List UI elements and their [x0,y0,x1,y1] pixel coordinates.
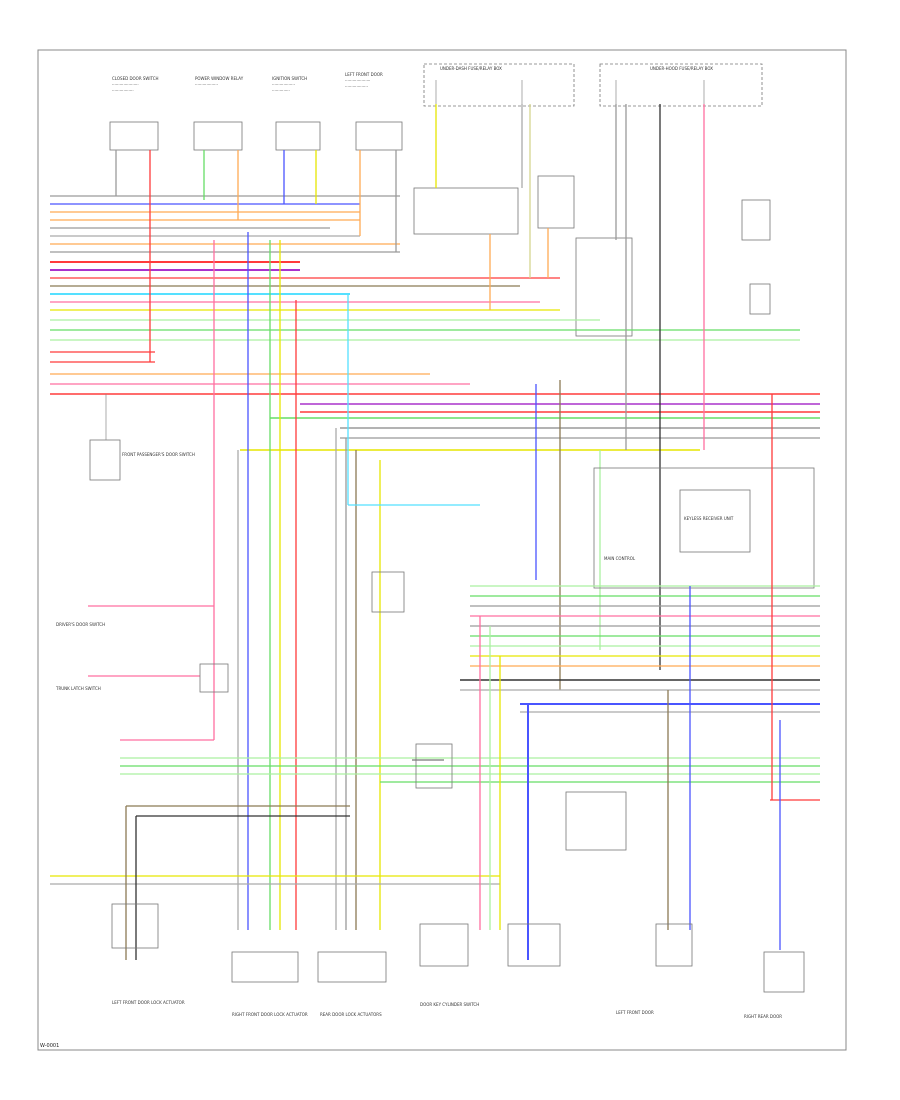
svg-text:··················: ·················· [195,82,218,87]
top-component-4: LEFT FRONT DOOR ···················· ···… [345,72,403,151]
right-harness [240,403,820,451]
bottom-label-1: LEFT FRONT DOOR LOCK ACTUATOR [112,1000,185,1005]
svg-text:··················: ·················· [345,84,368,89]
under-dash-fuse-box: UNDER-DASH FUSE/RELAY BOX [423,63,575,107]
under-hood-fuse-box: UNDER-HOOD FUSE/RELAY BOX [599,63,763,107]
fuse-box-2-label: UNDER-HOOD FUSE/RELAY BOX [650,66,713,71]
main-control-box [593,467,815,589]
relay-box-3 [575,237,633,337]
top-label-4: LEFT FRONT DOOR [345,72,383,77]
right-switch-1 [741,199,771,241]
relay-box-2 [537,175,575,229]
top-component-2: POWER WINDOW RELAY ·················· [193,76,244,151]
left-label-2: DRIVER'S DOOR SWITCH [56,622,105,627]
svg-text:·····················: ····················· [112,82,139,87]
fuse-box-1-label: UNDER-DASH FUSE/RELAY BOX [440,66,502,71]
bottom-verticals [213,232,601,930]
top-component-1: CLOSED DOOR SWITCH ·····················… [109,76,159,151]
right-switch-2 [749,283,771,315]
bottom-actuators [111,571,805,993]
bottom-label-5: LEFT FRONT DOOR [616,1010,654,1015]
left-label-3: TRUNK LATCH SWITCH [55,686,101,691]
bottom-label-6: RIGHT REAR DOOR [744,1014,782,1019]
top-label-3: IGNITION SWITCH [272,76,307,81]
keyless-receiver-label: KEYLESS RECEIVER UNIT [684,516,734,521]
top-label-1: CLOSED DOOR SWITCH [112,76,159,81]
lower-right-harness [460,585,820,713]
relay-box-1 [413,187,519,235]
top-label-2: POWER WINDOW RELAY [195,76,244,81]
svg-text:·················: ················· [112,88,134,93]
top-harness [50,195,820,395]
svg-text:··················: ·················· [272,82,295,87]
svg-text:··············: ·············· [272,88,290,93]
vertical-wires [115,104,705,670]
footer-code: W-0001 [40,1043,59,1049]
lower-harness [50,394,820,960]
diagram-frame [37,49,847,1051]
main-control-label: MAIN CONTROL [604,556,636,561]
left-label-1: FRONT PASSENGER'S DOOR SWITCH [122,452,195,457]
left-components: FRONT PASSENGER'S DOOR SWITCH DRIVER'S D… [55,394,229,741]
svg-text:····················: ···················· [345,78,370,83]
bottom-label-4: DOOR KEY CYLINDER SWITCH [420,1002,479,1007]
keyless-receiver-box [679,489,751,553]
bottom-label-2: RIGHT FRONT DOOR LOCK ACTUATOR [232,1012,308,1017]
top-component-3: IGNITION SWITCH ·················· ·····… [272,76,321,151]
bottom-label-3: REAR DOOR LOCK ACTUATORS [320,1012,382,1017]
